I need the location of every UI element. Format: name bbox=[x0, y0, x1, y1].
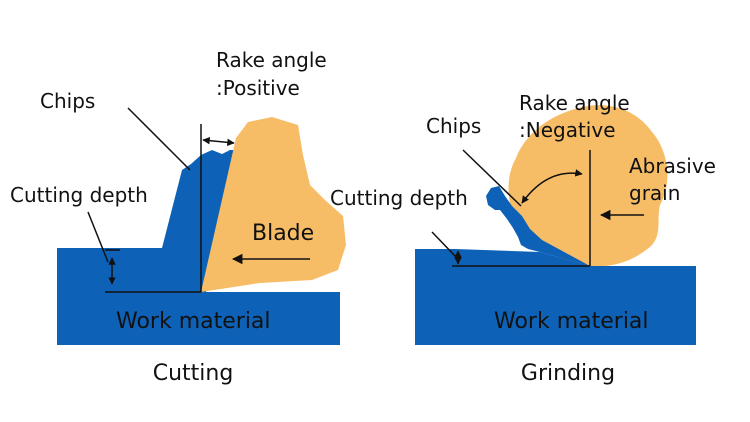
cutting-work-material-label: Work material bbox=[116, 309, 271, 334]
grinding-chips-leader bbox=[462, 149, 522, 207]
grinding-rake-angle-arc bbox=[521, 169, 583, 204]
grinding-chip bbox=[486, 186, 590, 266]
cutting-rake-angle-label-2: :Positive bbox=[216, 76, 300, 100]
cutting-depth-leader bbox=[87, 211, 109, 263]
cutting-work-material bbox=[57, 150, 340, 345]
grinding-caption: Grinding bbox=[521, 361, 615, 386]
grinding-abrasive-label-1: Abrasive bbox=[629, 154, 716, 178]
grinding-depth-label: Cutting depth bbox=[330, 186, 468, 210]
grinding-abrasive-label-2: grain bbox=[629, 181, 680, 205]
grinding-rake-angle-label-1: Rake angle bbox=[519, 91, 630, 115]
grinding-work-material bbox=[415, 249, 696, 345]
cutting-rake-angle-arrow bbox=[202, 136, 235, 147]
grinding-chips-label: Chips bbox=[426, 114, 481, 138]
cutting-depth-label: Cutting depth bbox=[10, 183, 148, 207]
cutting-blade bbox=[201, 117, 346, 292]
cutting-chips-label: Chips bbox=[40, 89, 95, 113]
grinding-depth-leader bbox=[431, 231, 458, 259]
cutting-rake-angle-label-1: Rake angle bbox=[216, 48, 327, 72]
cutting-chips-leader bbox=[127, 107, 191, 171]
grinding-abrasive-grain bbox=[508, 105, 668, 267]
grinding-work-material-label: Work material bbox=[494, 309, 649, 334]
cutting-blade-label: Blade bbox=[252, 221, 314, 246]
cutting-panel: Rake angle :Positive Chips Cutting depth… bbox=[10, 48, 346, 386]
grinding-rake-angle-label-2: :Negative bbox=[519, 118, 616, 142]
cutting-caption: Cutting bbox=[153, 361, 234, 386]
grinding-panel: Rake angle :Negative Chips Cutting depth… bbox=[330, 91, 716, 386]
